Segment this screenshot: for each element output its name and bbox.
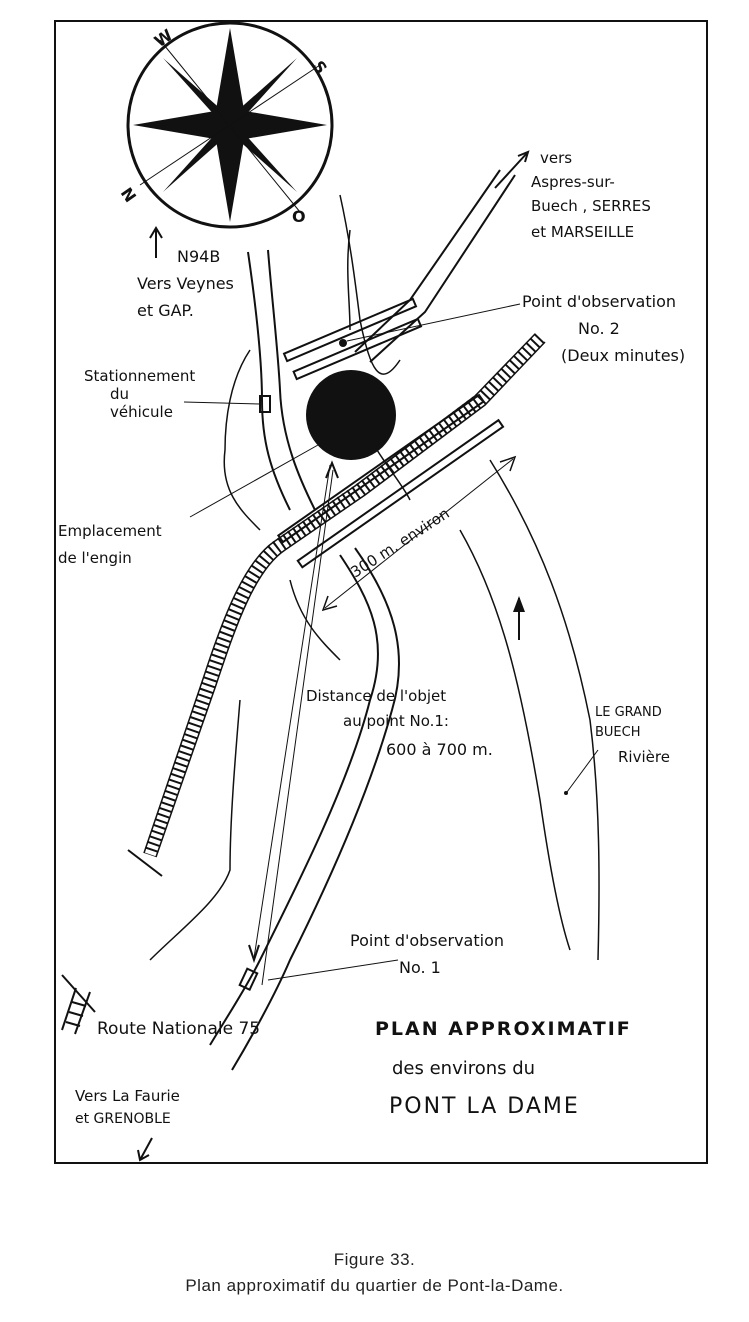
plan-title-block: PLAN APPROXIMATIF des environs du PONT L… (375, 1018, 632, 1119)
label-point-obs-1: Point d'observation No. 1 (350, 931, 504, 977)
river-dot (564, 791, 568, 795)
label-distance-objet: Distance de l'objet au point No.1: 600 à… (306, 687, 493, 759)
compass-o-label: O (292, 207, 306, 226)
map-frame (54, 20, 708, 1164)
label-distance-objet-line1: Distance de l'objet (306, 687, 446, 705)
railway-bridge (276, 393, 505, 569)
figure-caption: Plan approximatif du quartier de Pont-la… (185, 1276, 564, 1295)
label-n94b-line3: et GAP. (137, 301, 194, 320)
label-n94b-line1: N94B (177, 247, 220, 266)
label-point-obs-2-line1: Point d'observation (522, 292, 676, 311)
label-n94b: N94B Vers Veynes et GAP. (137, 247, 234, 320)
label-emplacement: Emplacement de l'engin (58, 522, 162, 567)
small-railway-icon (61, 974, 96, 1035)
obs-point-1-vehicle-icon (238, 967, 259, 992)
label-vers-aspres-line4: et MARSEILLE (531, 223, 634, 241)
label-vers-la-faurie: Vers La Faurie et GRENOBLE (75, 1087, 180, 1127)
plan-title-line3: PONT LA DAME (389, 1094, 580, 1119)
label-buech-line3: Rivière (618, 748, 670, 766)
label-stationnement-line2: du (110, 385, 129, 403)
label-buech-line2: BUECH (595, 725, 641, 740)
label-faurie-line2: et GRENOBLE (75, 1111, 171, 1127)
label-vers-aspres-line2: Aspres-sur- (531, 173, 615, 191)
sight-line (248, 460, 339, 986)
label-vers-aspres-line1: vers (540, 149, 572, 167)
compass-w-label: W (151, 25, 177, 51)
label-point-obs-1-line2: No. 1 (399, 958, 441, 977)
label-faurie-line1: Vers La Faurie (75, 1087, 180, 1105)
label-buech-line1: LE GRAND (595, 705, 662, 720)
label-point-obs-2-line3: (Deux minutes) (561, 346, 685, 365)
stationnement-leader (183, 401, 261, 405)
label-point-obs-1-line1: Point d'observation (350, 931, 504, 950)
label-vers-aspres-line3: Buech , SERRES (531, 197, 651, 215)
north-arrow-n94b (149, 226, 163, 258)
obs-point-2-marker (339, 339, 347, 347)
emplacement-leader (189, 444, 319, 518)
label-stationnement-line3: véhicule (110, 403, 173, 421)
label-distance-objet-line3: 600 à 700 m. (386, 740, 493, 759)
grenoble-arrow (137, 1137, 153, 1162)
label-n94b-line2: Vers Veynes (137, 274, 234, 293)
label-vers-aspres: vers Aspres-sur- Buech , SERRES et MARSE… (531, 149, 651, 241)
aspres-arrow (494, 150, 530, 189)
label-le-grand-buech: LE GRAND BUECH Rivière (595, 705, 670, 766)
plan-title-line1: PLAN APPROXIMATIF (375, 1018, 632, 1040)
label-emplacement-line2: de l'engin (58, 549, 132, 567)
figure-number: Figure 33. (333, 1250, 416, 1269)
label-stationnement: Stationnement du véhicule (84, 367, 195, 421)
obs-point-1-leader (267, 959, 399, 981)
railway-track (127, 333, 546, 877)
route-nationale-75 (209, 547, 401, 1071)
label-point-obs-2: Point d'observation No. 2 (Deux minutes) (522, 292, 685, 365)
road-n94b (247, 249, 316, 511)
label-stationnement-line1: Stationnement (84, 367, 195, 385)
plan-title-line2: des environs du (392, 1058, 535, 1079)
label-route-nationale: Route Nationale 75 (97, 1019, 260, 1039)
river-le-grand-buech (149, 194, 600, 961)
compass-n-label: N (117, 184, 140, 206)
label-distance-objet-line2: au point No.1: (343, 712, 449, 730)
road-to-aspres (354, 169, 516, 363)
object-disc (306, 370, 396, 460)
obs-point-2-leader (346, 303, 521, 342)
label-emplacement-line1: Emplacement (58, 522, 162, 540)
compass-rose: W S N O (117, 21, 334, 229)
river-flow-arrow (513, 596, 525, 640)
bridge-upper (282, 297, 423, 381)
river-leader (566, 749, 599, 793)
label-point-obs-2-line2: No. 2 (578, 319, 620, 338)
dimension-300m (321, 455, 517, 612)
